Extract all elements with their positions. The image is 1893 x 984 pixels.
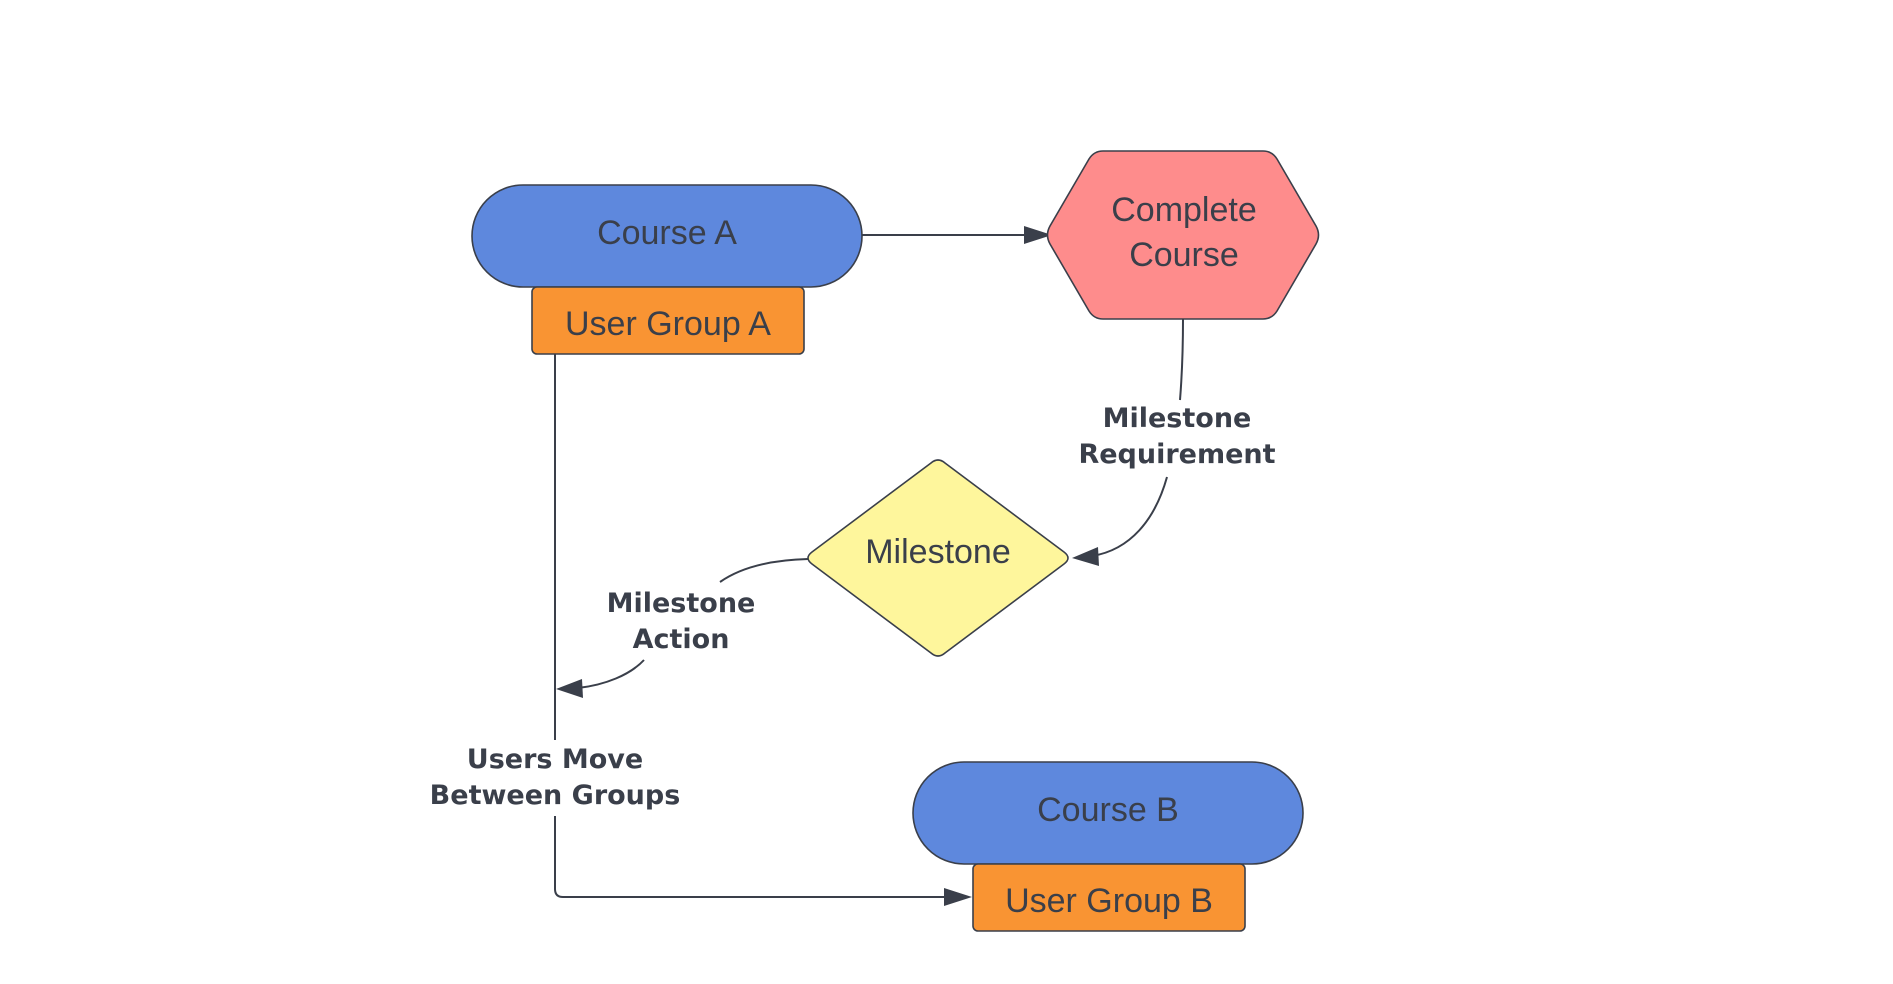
node-milestone[interactable]: Milestone [807, 459, 1069, 657]
user-group-b-label: User Group B [1005, 882, 1213, 920]
node-course-a[interactable]: Course A [471, 184, 863, 288]
edge-users-move [554, 354, 972, 906]
course-b-label: Course B [1037, 791, 1179, 829]
milestone-action-line2: Action [633, 624, 730, 655]
users-move-line2: Between Groups [430, 780, 681, 811]
course-a-label: Course A [597, 214, 737, 252]
node-user-group-b[interactable]: User Group B [972, 863, 1246, 932]
node-complete-course[interactable]: Complete Course [1046, 150, 1320, 320]
label-milestone-requirement: Milestone Requirement [1078, 403, 1275, 470]
label-users-move: Users Move Between Groups [430, 744, 681, 811]
arrowhead-icon [1072, 547, 1099, 566]
node-user-group-a[interactable]: User Group A [531, 286, 805, 355]
user-group-a-label: User Group A [565, 305, 771, 343]
milestone-requirement-line1: Milestone [1103, 403, 1252, 434]
milestone-action-line1: Milestone [607, 588, 756, 619]
complete-course-label-line1: Complete [1111, 191, 1257, 229]
milestone-requirement-line2: Requirement [1078, 439, 1275, 470]
edge-milestone-requirement [1072, 318, 1184, 566]
milestone-label: Milestone [865, 533, 1011, 571]
edge-course-a-to-complete [862, 226, 1052, 244]
arrowhead-icon [556, 679, 583, 698]
label-milestone-action: Milestone Action [607, 588, 756, 655]
arrowhead-icon [1024, 226, 1052, 244]
node-course-b[interactable]: Course B [912, 761, 1304, 865]
edge-milestone-action [556, 558, 809, 698]
arrowhead-icon [944, 888, 972, 906]
users-move-line1: Users Move [467, 744, 643, 775]
complete-course-label-line2: Course [1129, 236, 1239, 274]
